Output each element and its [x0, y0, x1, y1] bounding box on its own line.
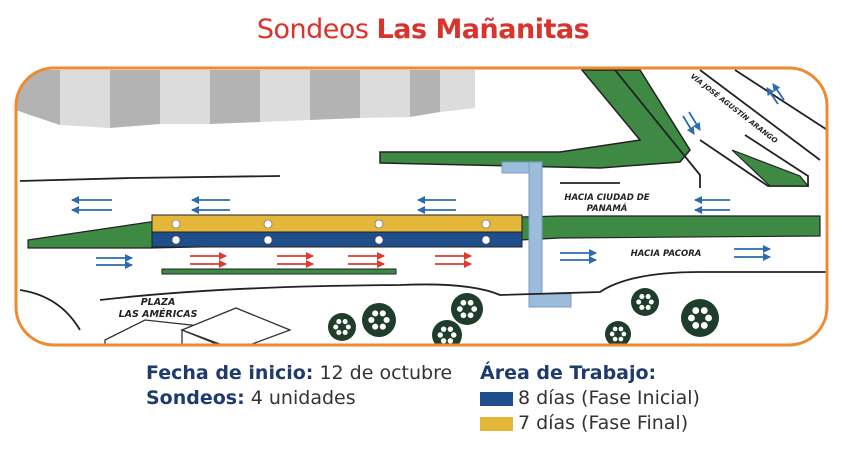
sondeo-point	[481, 219, 491, 229]
title-name: Las Mañanitas	[376, 14, 590, 45]
building-row	[16, 70, 475, 128]
title-prefix: Sondeos	[256, 14, 369, 45]
sondeo-count-label: Sondeos:	[146, 387, 245, 409]
label-plaza-2: LAS AMÉRICAS	[119, 308, 198, 320]
tree	[328, 313, 356, 341]
plaza-buildings	[104, 307, 292, 345]
tree	[362, 303, 396, 337]
legend: Área de Trabajo: 8 días (Fase Inicial) 7…	[480, 361, 700, 436]
map-frame	[14, 66, 829, 347]
tree	[451, 293, 483, 325]
road-edge-south	[19, 271, 827, 331]
arrow-blue	[772, 83, 785, 101]
pedestrian-bridge	[501, 161, 572, 308]
legend-label-final: 7 días (Fase Final)	[518, 412, 689, 434]
legend-label-initial: 8 días (Fase Inicial)	[518, 387, 700, 409]
label-to-city: HACIA CIUDAD DE	[564, 193, 649, 203]
label-diagonal-road: VÍA JOSÉ AGUSTÍN ARANGO	[689, 71, 780, 145]
tree	[432, 320, 462, 345]
label-to-city-2: PANAMÁ	[587, 202, 628, 214]
sondeo-point	[171, 235, 181, 245]
label-to-pacora: HACIA PACORA	[631, 249, 702, 259]
arrow-blue	[682, 115, 695, 135]
sondeo-count-value: 4 unidades	[250, 387, 356, 409]
sondeo-point	[374, 219, 384, 229]
tree	[681, 299, 719, 337]
legend-title: Área de Trabajo:	[480, 362, 657, 384]
legend-swatch-final	[480, 416, 513, 431]
work-area-initial-phase	[151, 231, 523, 248]
sondeo-point	[481, 235, 491, 245]
arrow-blue	[766, 87, 779, 105]
arrow-blue	[688, 111, 701, 131]
legend-swatch-initial	[480, 391, 513, 406]
start-date-label: Fecha de inicio:	[146, 362, 314, 384]
project-info: Fecha de inicio: 12 de octubre Sondeos: …	[146, 361, 452, 411]
start-date-value: 12 de octubre	[319, 362, 453, 384]
tree	[605, 321, 631, 345]
tree	[631, 288, 659, 316]
sondeo-point	[171, 219, 181, 229]
work-area-final-phase	[151, 214, 523, 233]
green-area-diagonal	[731, 149, 810, 187]
trees	[328, 288, 719, 345]
sondeo-point	[374, 235, 384, 245]
sondeo-point	[263, 235, 273, 245]
green-strip-south	[161, 268, 397, 275]
traffic-arrows	[71, 83, 785, 269]
legend-item-initial: 8 días (Fase Inicial)	[480, 386, 700, 411]
green-area-north	[379, 69, 691, 169]
label-plaza: PLAZA	[141, 297, 176, 308]
legend-item-final: 7 días (Fase Final)	[480, 411, 700, 436]
page-title: Sondeos Las Mañanitas	[0, 14, 846, 45]
sondeo-count-row: Sondeos: 4 unidades	[146, 386, 452, 411]
road-edge-north	[19, 175, 281, 182]
start-date-row: Fecha de inicio: 12 de octubre	[146, 361, 452, 386]
sondeo-point	[263, 219, 273, 229]
